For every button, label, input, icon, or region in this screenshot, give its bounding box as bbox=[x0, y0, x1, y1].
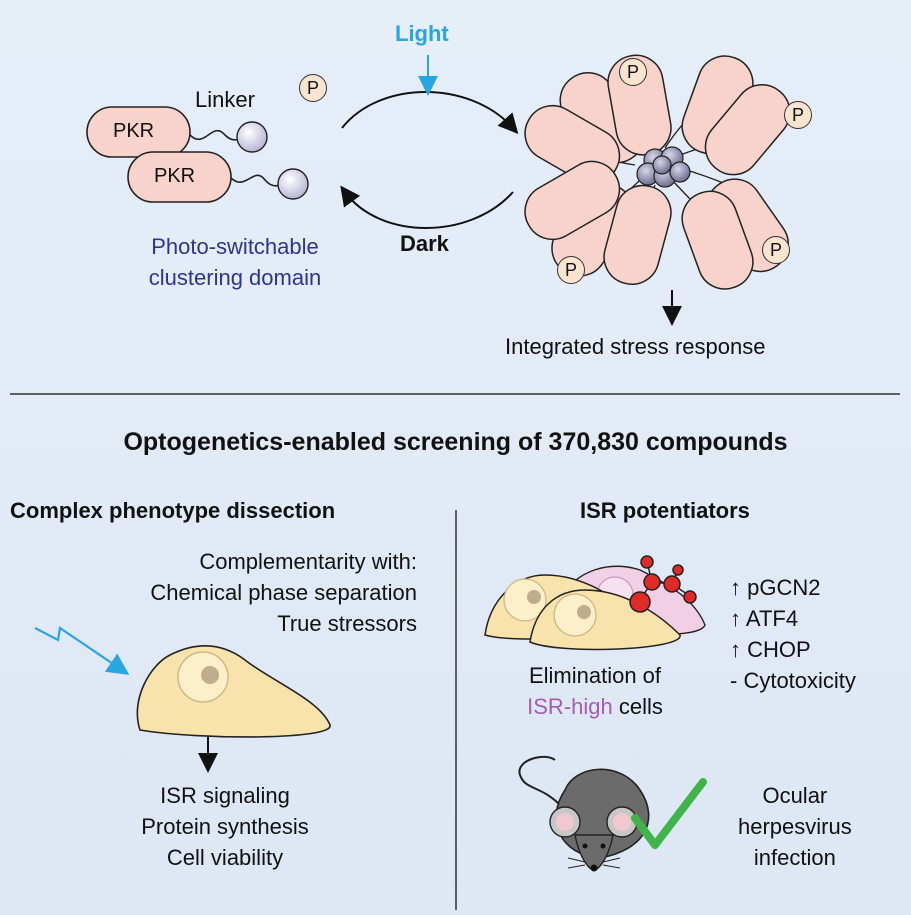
outcome-item: Cell viability bbox=[166, 845, 284, 870]
cells-suffix: cells bbox=[612, 694, 663, 719]
linker-label: Linker bbox=[195, 87, 255, 112]
linker-1 bbox=[189, 129, 243, 141]
integrated-stress-response-label: Integrated stress response bbox=[505, 334, 766, 359]
elimination-prefix: Elimination of bbox=[528, 663, 662, 688]
light-arrow bbox=[341, 91, 519, 134]
outcome-item: Protein synthesis bbox=[141, 814, 309, 839]
right-panel-title: ISR potentiators bbox=[580, 498, 750, 523]
isr-high-label: ISR-high bbox=[527, 694, 613, 719]
outcome-item: ISR signaling bbox=[160, 783, 290, 808]
ocular-line: Ocular bbox=[762, 783, 828, 808]
marker-item: ↑ ATF4 bbox=[730, 606, 799, 631]
pkr-label-1: PKR bbox=[113, 120, 155, 142]
left-panel-title: Complex phenotype dissection bbox=[10, 498, 336, 523]
complementarity-item: True stressors bbox=[277, 611, 417, 636]
complementarity-item: Complementarity with: bbox=[199, 549, 417, 574]
clustering-domain-2 bbox=[277, 168, 309, 200]
elimination-label: Elimination of ISR-high cells bbox=[495, 660, 695, 722]
pkr-cluster bbox=[524, 54, 791, 290]
phospho-badge: P bbox=[557, 256, 585, 284]
linker-2 bbox=[230, 174, 283, 187]
ocular-infection-label: Ocular herpesvirus infection bbox=[738, 780, 852, 873]
complementarity-item: Chemical phase separation bbox=[150, 580, 417, 605]
pkr-domain-2 bbox=[127, 151, 232, 203]
pkr-monomer-construct bbox=[86, 106, 309, 203]
ocular-line: infection bbox=[753, 845, 836, 870]
dark-label: Dark bbox=[400, 231, 449, 256]
dark-arrow bbox=[340, 185, 514, 229]
domain-label-line1: Photo-switchable bbox=[151, 234, 319, 259]
complementarity-list: Complementarity with: Chemical phase sep… bbox=[150, 546, 417, 639]
marker-item: ↑ pGCN2 bbox=[730, 575, 821, 600]
compound-molecule-icon bbox=[629, 555, 697, 613]
light-zigzag-arrow bbox=[34, 626, 130, 675]
single-cell bbox=[136, 645, 331, 738]
phospho-badge: P bbox=[784, 101, 812, 129]
mouse-icon bbox=[518, 755, 650, 872]
phospho-badge: P bbox=[299, 74, 327, 102]
outcomes-list: ISR signaling Protein synthesis Cell via… bbox=[80, 780, 370, 873]
domain-label-line2: clustering domain bbox=[148, 265, 322, 290]
cell-group bbox=[484, 565, 706, 651]
phospho-badge: P bbox=[619, 58, 647, 86]
phospho-badge: P bbox=[762, 236, 790, 264]
pkr-label-2: PKR bbox=[154, 165, 196, 187]
clustering-domain-label: Photo-switchable clustering domain bbox=[110, 231, 360, 293]
marker-list: ↑ pGCN2 ↑ ATF4 ↑ CHOP - Cytotoxicity bbox=[730, 572, 856, 696]
check-icon bbox=[631, 778, 707, 849]
light-label: Light bbox=[395, 21, 449, 46]
marker-item: - Cytotoxicity bbox=[730, 668, 856, 693]
elimination-line2: ISR-high cells bbox=[495, 691, 695, 722]
marker-item: ↑ CHOP bbox=[730, 637, 811, 662]
screening-heading: Optogenetics-enabled screening of 370,83… bbox=[123, 428, 788, 456]
clustering-domain-1 bbox=[236, 121, 268, 153]
ocular-line: herpesvirus bbox=[738, 814, 852, 839]
